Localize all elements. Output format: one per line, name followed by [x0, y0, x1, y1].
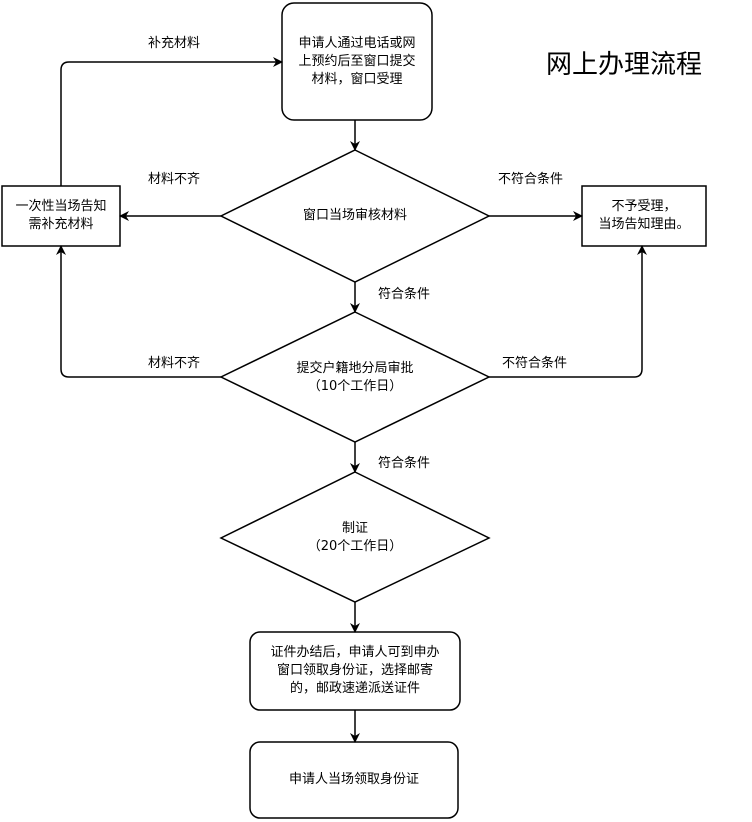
edge-label-incomplete-2: 材料不齐 [148, 356, 201, 371]
window-review-text: 窗口当场审核材料 [302, 208, 407, 223]
edge-bureau-to-notify [56, 245, 221, 378]
bureau-review-text: 提交户籍地分局审批 （10个工作日） [296, 361, 414, 394]
edge-label-not-qualified-1: 不符合条件 [498, 172, 564, 187]
notify-text: 一次性当场告知 需补充材料 [15, 199, 107, 232]
apply-text: 申请人通过电话或网 上预约后至窗口提交 材料，窗口受理 [298, 35, 416, 87]
reject-text: 不予受理， 当场告知理由。 [598, 199, 690, 232]
edge-bureau-to-reject [489, 245, 647, 378]
finish-text: 证件办结后，申请人可到申办 窗口领取身份证，选择邮寄 的，邮政速递派送证件 [270, 645, 440, 696]
edge-label-qualified-1: 符合条件 [378, 287, 431, 302]
edge-label-qualified-2: 符合条件 [378, 456, 431, 471]
edge-label-supplement: 补充材料 [148, 36, 201, 51]
make-text: 制证 （20个工作日） [307, 521, 403, 554]
reject-box [581, 185, 707, 247]
notify-box [1, 185, 121, 247]
edge-label-incomplete-1: 材料不齐 [148, 172, 201, 187]
edge-label-not-qualified-2: 不符合条件 [502, 356, 568, 371]
collect-text: 申请人当场领取身份证 [288, 772, 419, 787]
diagram-title: 网上办理流程 [546, 50, 703, 80]
edge-notify-to-apply [60, 57, 283, 186]
